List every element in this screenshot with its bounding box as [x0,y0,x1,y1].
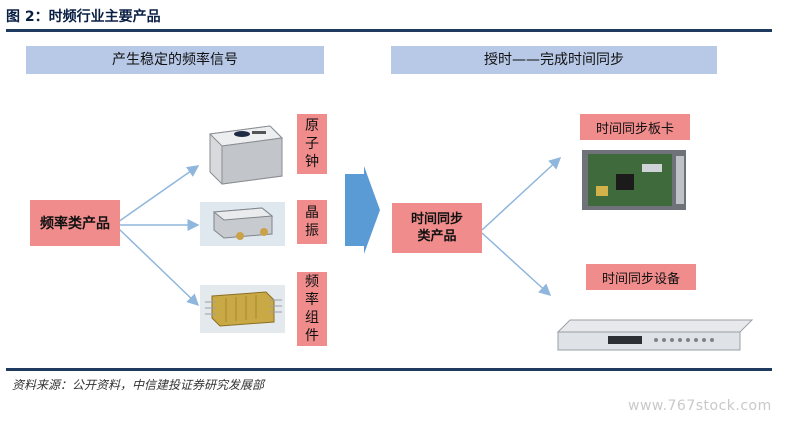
big-arrow-icon [345,166,380,254]
time-sync-products-box: 时间同步 类产品 [392,203,482,253]
arrow-to-atomic-clock [117,165,200,223]
top-rule [6,29,772,32]
atomic-clock-label: 原 子 钟 [297,114,327,174]
rack-device-image [556,319,754,351]
crystal-oscillator-label: 晶 振 [297,200,327,244]
frequency-component-image [200,285,285,333]
arrow-to-sync-device [481,232,552,297]
freq-products-label: 频率类产品 [40,216,110,232]
bottom-rule [6,368,772,371]
crystal-oscillator-image [200,202,285,246]
atomic-clock-image [208,125,284,185]
arrow-to-freq-component [117,227,200,307]
sync-device-label: 时间同步设备 [586,264,696,290]
right-banner: 授时——完成时间同步 [391,46,717,74]
freq-products-box: 频率类产品 [30,200,120,246]
sync-board-label: 时间同步板卡 [580,114,690,140]
left-banner: 产生稳定的频率信号 [26,46,324,74]
arrow-to-sync-board [481,156,562,231]
source-note: 资料来源：公开资料，中信建投证券研究发展部 [12,378,265,392]
watermark: www.767stock.com [628,398,772,414]
figure-title: 图 2：时频行业主要产品 [6,9,161,25]
freq-component-label: 频 率 组 件 [297,272,327,346]
sync-board-image [582,150,686,210]
